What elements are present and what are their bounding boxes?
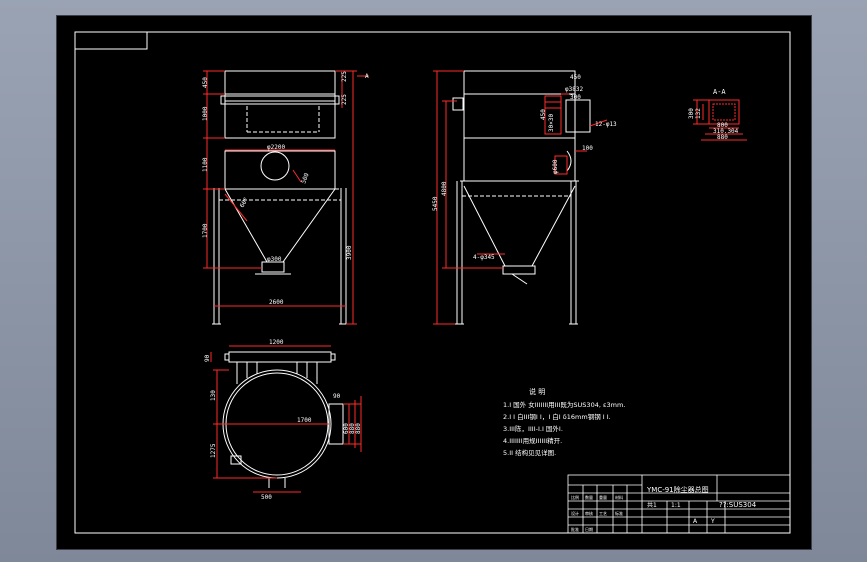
title-block [567,474,791,534]
dim-4800: 4800 [441,181,448,196]
tb-cell-1: 比例 [571,494,579,500]
sec-dim-800: 800 [717,122,728,129]
section-mark-a: A [365,73,369,80]
top-view-dims [210,345,362,493]
revision: A [693,518,698,525]
tb-cell-8: 标准 [615,510,623,516]
section-a-a [693,99,747,141]
dim-450-side: 450 [570,74,581,81]
sec-dim-note: 310.304 [713,128,739,135]
top-dim-90: 90 [204,354,211,362]
top-dim-880: 880 [349,423,356,434]
sec-dim-880: 880 [717,134,728,141]
dim-diameter-300: φ300 [267,256,282,263]
note-line-4: 4.ⅠⅠⅠⅠⅠⅠⅠ用规ⅠⅠⅠⅠⅠⅠ精开. [503,436,562,445]
drawing-title: YMC-91除尘器总图 [646,485,709,494]
dim-100: 100 [582,145,593,152]
title-block-text: YMC-91除尘器总图 ??:SUS304 共1 1:1 A Y 比例 数量 重… [571,485,757,532]
tb-cell-3: 重量 [599,494,607,500]
bolt-callout: 12-φ13 [595,121,617,128]
front-view-labels: 450 1000 1100 1700 3900 2600 φ2200 500 φ… [202,71,369,306]
top-dim-600: 600 [343,423,350,434]
drawing-sheet: 450 1000 1100 1700 3900 2600 φ2200 500 φ… [56,15,812,550]
dim-1100: 1100 [202,157,209,172]
side-view-labels: 5450 4800 450 φ3832 300 100 φ600 450 30×… [432,74,617,261]
sec-dim-132: 132 [695,108,702,119]
top-dim-500: 500 [261,494,272,501]
sec-dim-300: 300 [688,108,695,119]
dim-5450: 5450 [432,196,439,211]
notes-heading: 说 明 [529,387,545,396]
side-view [452,70,591,325]
top-view-labels: 1200 90 130 1700 1275 500 90 600 880 880 [204,339,362,501]
top-dim-130: 130 [210,390,217,401]
note-line-5: 5.ⅠⅠ 结构见见详图. [503,448,556,457]
dim-225-top: 225 [341,71,348,82]
cad-drawing: 450 1000 1100 1700 3900 2600 φ2200 500 φ… [74,31,791,534]
front-view [212,70,348,325]
dim-2600: 2600 [269,299,284,306]
technical-notes: 说 明 1.Ⅰ 国外 女ⅠⅠⅠⅠⅠⅠⅠ用ⅠⅠⅠ既为SUS304, ε3mm. 2… [503,387,625,457]
tb-cell-4: 材料 [615,494,623,500]
dim-300-side: 300 [570,94,581,101]
dim-3900: 3900 [346,245,353,260]
note-line-3: 3.ⅠⅠⅠ陈，ⅠⅠⅠⅠ-Ⅰ.Ⅰ 国外Ⅰ. [503,424,563,433]
dim-225-bottom: 225 [341,94,348,105]
note-line-2: 2.Ⅰ Ⅰ 白ⅠⅠⅠ钢Ⅰ Ⅰ，Ⅰ 白Ⅰ δ16mm钢钢 Ⅰ Ⅰ. [503,412,611,421]
dim-1700: 1700 [202,223,209,238]
tb-cell-5: 设计 [571,510,579,516]
dim-450: 450 [202,77,209,88]
inner-frame [74,31,791,534]
section-title: A-A [713,88,726,96]
dim-diameter-600: φ600 [552,159,559,174]
scale: 1:1 [671,502,681,509]
corner-box [74,31,148,50]
dim-diameter-2200: φ2200 [267,144,285,151]
top-dim-1700: 1700 [297,417,312,424]
top-dim-90-right: 90 [333,393,341,400]
sheet-count: 共1 [647,501,657,509]
note-line-1: 1.Ⅰ 国外 女ⅠⅠⅠⅠⅠⅠⅠ用ⅠⅠⅠ既为SUS304, ε3mm. [503,400,625,409]
top-dim-1275: 1275 [210,443,217,458]
tb-cell-2: 数量 [585,494,593,500]
tb-cell-6: 审核 [585,510,593,516]
dim-angle: 60° [239,196,250,209]
dim-500: 500 [300,172,310,185]
dim-450-vertical: 450 [540,109,547,120]
top-dim-880-outer: 880 [355,423,362,434]
tb-cell-10: 日期 [585,526,593,532]
dim-3832: φ3832 [565,86,583,93]
mass: Y [710,518,715,525]
tb-cell-9: 批准 [571,526,579,532]
top-view [222,351,344,488]
section-labels: A-A 300 132 800 310.304 880 [688,88,739,141]
tb-cell-7: 工艺 [599,511,607,516]
dim-1000: 1000 [202,106,209,121]
top-dim-1200: 1200 [269,339,284,346]
hole-callout: 4-φ345 [473,254,495,261]
material: ??:SUS304 [719,501,757,509]
side-view-dims [433,70,608,325]
front-view-dims [203,70,369,325]
dim-30x30: 30×30 [548,114,555,132]
